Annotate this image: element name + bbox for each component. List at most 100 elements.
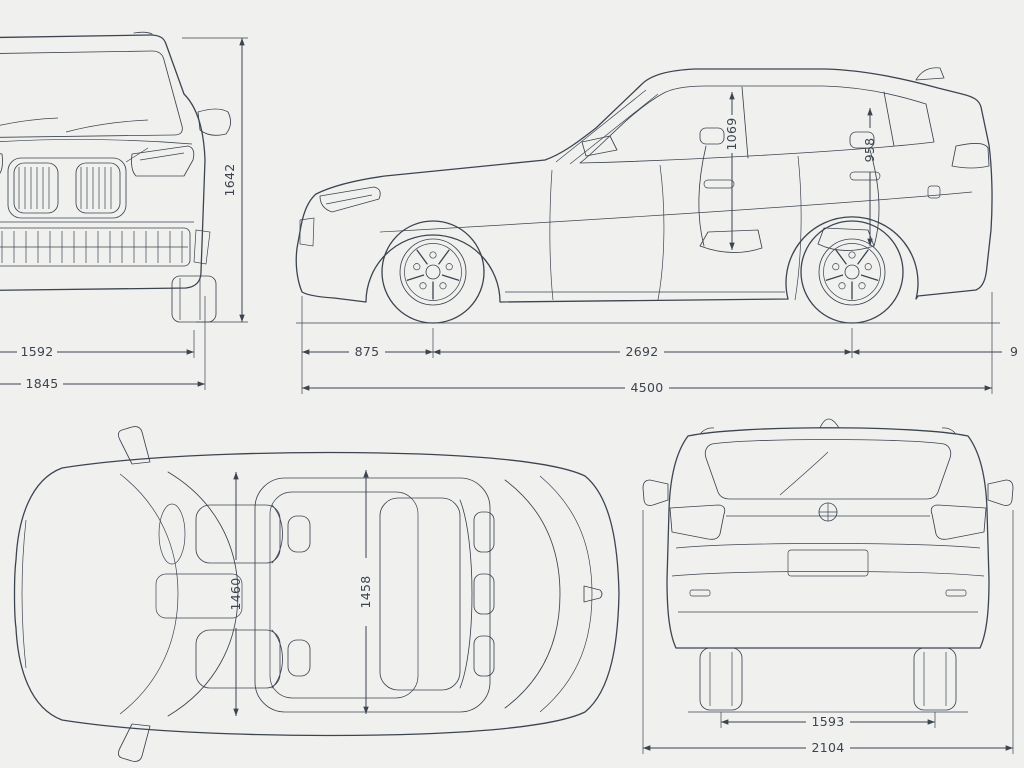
lower-intake: [0, 227, 191, 267]
dim-label-front-overhang: 875: [355, 344, 380, 359]
rear-wheel-tread: [709, 652, 947, 706]
a-pillar: [555, 89, 659, 165]
b-pillar: [741, 86, 749, 159]
dim-length: 4500: [301, 380, 993, 395]
tailgate-crease: [675, 543, 981, 549]
side-extension-lines: [301, 292, 993, 394]
roof-rails-rear: [699, 427, 957, 435]
dim-headroom-front: 1069: [724, 91, 739, 251]
dim-label-rear-overhang: 9: [1010, 344, 1018, 359]
center-console: [155, 573, 243, 619]
dim-wheelbase: 2692: [432, 344, 853, 359]
side-headlight: [319, 186, 381, 213]
c-pillar: [883, 91, 895, 147]
hood-creases: [0, 139, 193, 163]
headlight-right-inner: [139, 152, 185, 161]
mirror-bottom: [117, 723, 151, 762]
door-seam-rear: [794, 155, 802, 301]
taillight-left: [669, 504, 726, 540]
dim-label-rear-track: 1593: [811, 714, 844, 729]
rear-view: 1593 2104: [642, 418, 1014, 755]
rear-bench-top: [379, 497, 495, 691]
door-seam-front: [657, 164, 665, 301]
kidney-grille-right: [75, 162, 121, 214]
rear-body-outline: [666, 427, 990, 649]
dim-front-width: 1845: [0, 296, 206, 391]
hood-seam: [119, 473, 179, 715]
fender-seam: [549, 169, 554, 301]
dim-interior-width-rear: 1458: [358, 469, 373, 715]
dim-rear-track: 1593: [720, 714, 936, 729]
rear-seat: [817, 131, 880, 251]
windshield: [0, 50, 183, 138]
roof-rails: [133, 31, 153, 35]
glasshouse: [579, 85, 935, 164]
rear-window-top: [504, 479, 561, 709]
rear-wheel-right: [913, 647, 957, 711]
dim-label-headroom-rear: 958: [862, 138, 877, 163]
dim-overall-width: 2104: [642, 740, 1014, 755]
rear-mirror-left: [642, 479, 669, 506]
side-view: 1069 958 875 2692 9: [295, 67, 1018, 395]
front-seat: [698, 127, 763, 253]
rear-antenna: [819, 418, 840, 429]
front-crease: [21, 519, 27, 669]
door-handle-front: [703, 179, 735, 189]
dim-rear-overhang: 9: [851, 344, 1018, 359]
front-view: 1642 1592 1845: [0, 31, 248, 391]
roof-antenna-fin: [915, 67, 945, 81]
dim-label-length: 4500: [630, 380, 663, 395]
tail-lamp: [951, 143, 990, 169]
front-wheel-right: [171, 275, 217, 323]
door-handle-rear: [849, 171, 881, 181]
top-view: 1460 1458: [13, 426, 620, 762]
front-seats-top: [195, 504, 311, 689]
roof-panel: [254, 477, 491, 713]
rear-window: [704, 439, 952, 500]
panorama-roof: [269, 491, 419, 699]
windshield-top: [167, 471, 239, 717]
top-body-outline: [13, 451, 620, 737]
fuel-flap: [927, 185, 941, 199]
dim-front-track: 1592: [0, 330, 195, 359]
dim-label-wheelbase: 2692: [625, 344, 658, 359]
side-headlight-inner: [325, 194, 373, 205]
brand-roundel: [818, 502, 838, 522]
headlight-right: [131, 145, 195, 177]
kidney-grille-left: [13, 162, 59, 214]
rear-wiper: [779, 451, 829, 496]
steering-wheel: [158, 503, 186, 565]
dim-front-overhang: 875: [301, 344, 434, 359]
side-mirror: [581, 135, 618, 157]
taillight-right: [930, 504, 987, 540]
rear-wheel-left: [699, 647, 743, 711]
dim-label-front-height: 1642: [222, 163, 237, 196]
dim-interior-width-front: 1460: [228, 471, 243, 717]
reflector-left: [689, 589, 711, 597]
reflector-right: [945, 589, 967, 597]
rear-wheel: [800, 220, 904, 324]
dim-label-interior-width-rear: 1458: [358, 575, 373, 608]
bumper-top: [671, 571, 985, 577]
mirror-top: [117, 426, 151, 465]
license-plate: [787, 549, 869, 577]
side-body-outline: [295, 68, 993, 303]
grille-slats-left: [18, 167, 50, 209]
character-line: [379, 191, 973, 233]
dim-label-overall-width: 2104: [811, 740, 844, 755]
tailgate-seam: [539, 475, 593, 713]
dim-label-headroom-front: 1069: [724, 117, 739, 150]
rear-mirror-right: [987, 479, 1014, 506]
corner-intake-right: [193, 229, 211, 265]
grille-slats-right: [80, 167, 112, 209]
wipers: [0, 117, 149, 133]
dim-label-interior-width-front: 1460: [228, 577, 243, 610]
intake-mesh: [0, 231, 188, 263]
dim-label-front-track: 1592: [20, 344, 53, 359]
headlight-left: [0, 153, 3, 175]
dim-headroom-rear: 958: [862, 107, 877, 247]
kidney-grille-frame: [7, 157, 127, 219]
side-grille-edge: [299, 217, 315, 247]
